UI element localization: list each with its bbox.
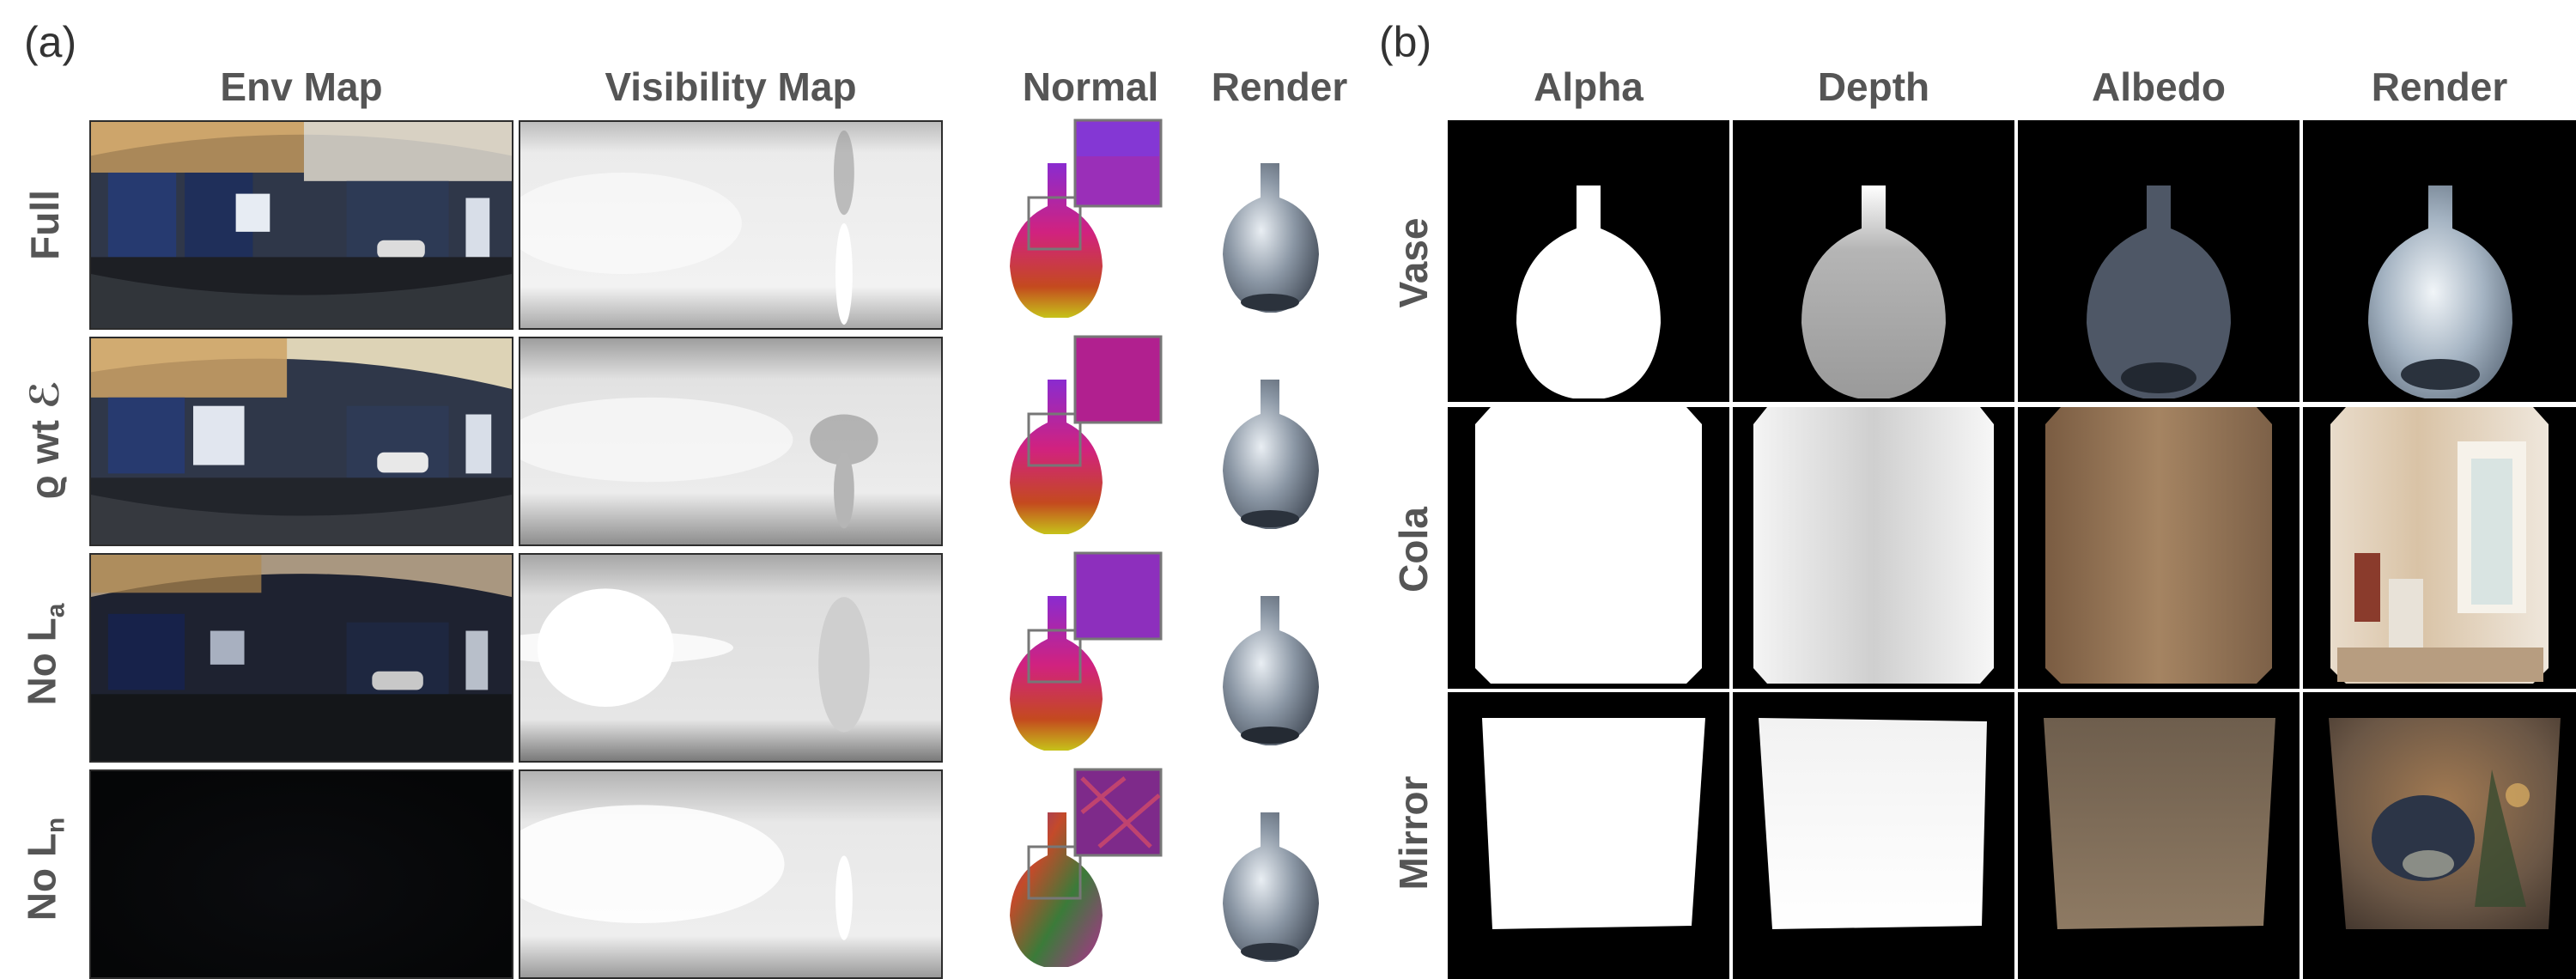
panel-b-label: (b) — [1379, 18, 1432, 66]
env-map-no-la — [89, 553, 513, 763]
header-env-map: Env Map — [220, 64, 383, 109]
env-map-no-ln — [89, 769, 513, 979]
render-a-rho-wt-e — [1211, 371, 1331, 534]
header-visibility-map: Visibility Map — [605, 64, 857, 109]
normal-map-no-ln — [996, 761, 1185, 976]
visibility-map-full — [519, 120, 943, 330]
mirror-render — [2303, 692, 2576, 979]
vase-albedo — [2018, 120, 2300, 402]
visibility-map-rho-wt-e — [519, 337, 943, 546]
vase-render — [2303, 120, 2576, 402]
cola-albedo — [2018, 407, 2300, 689]
render-a-no-ln — [1211, 804, 1331, 967]
header-alpha: Alpha — [1534, 64, 1643, 109]
header-albedo: Albedo — [2092, 64, 2226, 109]
panel-a-label: (a) — [24, 18, 77, 66]
cola-alpha — [1448, 407, 1729, 689]
cola-depth — [1733, 407, 2014, 689]
visibility-map-no-ln — [519, 769, 943, 979]
header-depth: Depth — [1817, 64, 1930, 109]
cola-render — [2303, 407, 2576, 689]
mirror-depth — [1733, 692, 2014, 979]
normal-map-rho-wt-e — [996, 328, 1185, 543]
mirror-alpha — [1448, 692, 1729, 979]
normal-map-full — [996, 112, 1185, 326]
header-normal: Normal — [1022, 64, 1159, 109]
header-render-a: Render — [1211, 64, 1348, 109]
render-a-full — [1211, 155, 1331, 318]
vase-alpha — [1448, 120, 1729, 402]
header-render-b: Render — [2371, 64, 2508, 109]
env-map-rho-wt-e — [89, 337, 513, 546]
env-map-full — [89, 120, 513, 330]
render-a-no-la — [1211, 587, 1331, 751]
normal-map-no-la — [996, 544, 1185, 759]
visibility-map-no-la — [519, 553, 943, 763]
vase-depth — [1733, 120, 2014, 402]
mirror-albedo — [2018, 692, 2300, 979]
